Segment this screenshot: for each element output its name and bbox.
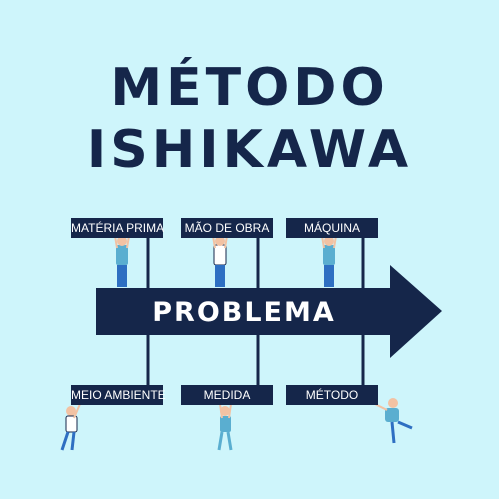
cause-label-medida: MEDIDA <box>181 385 273 405</box>
person-icon <box>321 235 337 287</box>
person-icon <box>212 235 228 287</box>
cause-label-materia-prima: MATÉRIA PRIMA <box>71 218 164 238</box>
cause-label-maquina: MÁQUINA <box>286 218 378 238</box>
title-line-1: MÉTODO <box>110 58 389 118</box>
person-icon <box>114 235 130 287</box>
cause-label-mao-de-obra: MÃO DE OBRA <box>181 218 273 238</box>
problem-label: PROBLEMA <box>152 297 336 328</box>
person-icon <box>374 398 413 444</box>
cause-label-metodo: MÉTODO <box>286 385 378 405</box>
problem-arrow <box>96 265 442 358</box>
person-icon <box>217 403 233 451</box>
title-line-2: ISHIKAWA <box>86 120 413 180</box>
person-icon <box>60 403 81 451</box>
cause-bones <box>146 236 365 386</box>
cause-label-meio-ambiente: MEIO AMBIENTE <box>71 385 166 405</box>
